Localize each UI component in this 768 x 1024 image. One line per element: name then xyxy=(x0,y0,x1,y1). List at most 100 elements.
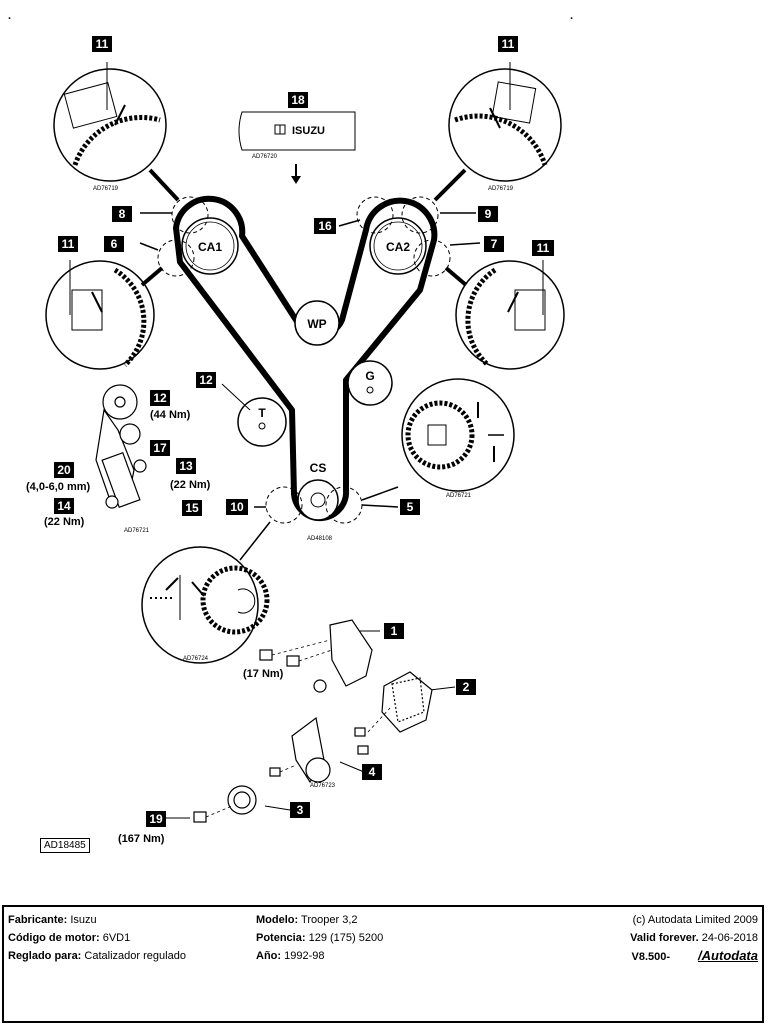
pulley-t-label: T xyxy=(258,406,266,420)
callout-19: 19 xyxy=(146,811,166,827)
callout-5: 5 xyxy=(400,499,420,515)
svg-text:11: 11 xyxy=(96,37,109,51)
ref-code: AD76721 xyxy=(124,528,150,534)
svg-text:12: 12 xyxy=(199,373,213,387)
corner-mark: · xyxy=(8,13,12,25)
detail-dots xyxy=(150,575,181,620)
callout-16: 16 xyxy=(314,218,336,234)
codigo-row: Código de motor: 6VD1 xyxy=(8,929,186,947)
fabricante-value: Isuzu xyxy=(70,914,97,926)
callout-14: 14 xyxy=(54,498,74,514)
valid-label: Valid forever. xyxy=(630,932,699,944)
svg-text:3: 3 xyxy=(297,803,304,817)
ano-row: Año: 1992-98 xyxy=(256,947,383,965)
ref-code: AD76721 xyxy=(446,493,472,499)
svg-text:20: 20 xyxy=(57,463,71,477)
reglado-row: Reglado para: Catalizador regulado xyxy=(8,947,186,965)
version: V8.500- xyxy=(631,951,671,963)
svg-text:10: 10 xyxy=(230,500,244,514)
callout-11b: 11 xyxy=(498,36,518,52)
callout-10: 10 xyxy=(226,499,248,515)
pulley-wp: WP xyxy=(294,300,340,346)
valid-row: Valid forever. 24-06-2018 xyxy=(630,929,758,947)
pulley-g-label: G xyxy=(365,369,374,383)
callout-12-tensioner: 12 xyxy=(150,390,170,406)
torque-14: (22 Nm) xyxy=(44,516,85,528)
torque-13: (22 Nm) xyxy=(170,479,211,491)
info-column-middle: Modelo: Trooper 3,2 Potencia: 129 (175) … xyxy=(256,911,383,965)
torque-19: (167 Nm) xyxy=(118,833,165,845)
potencia-label: Potencia: xyxy=(256,932,306,944)
potencia-row: Potencia: 129 (175) 5200 xyxy=(256,929,383,947)
callout-15: 15 xyxy=(182,500,202,516)
callout-2: 2 xyxy=(456,679,476,695)
ano-value: 1992-98 xyxy=(284,950,325,962)
exploded-guides xyxy=(205,639,391,818)
belt-label-panel: ISUZU xyxy=(238,111,356,184)
valid-date: 24-06-2018 xyxy=(701,932,758,944)
torque-12: (44 Nm) xyxy=(150,409,191,421)
vehicle-info-panel: Fabricante: Isuzu Código de motor: 6VD1 … xyxy=(2,905,764,1023)
ref-code: AD76720 xyxy=(252,154,278,160)
modelo-label: Modelo: xyxy=(256,914,299,926)
pulley-ca2: CA2 xyxy=(369,217,427,275)
pulley-ca2-label: CA2 xyxy=(386,240,410,254)
ref-code: AD76723 xyxy=(310,783,336,789)
svg-text:7: 7 xyxy=(491,237,498,251)
callout-8: 8 xyxy=(112,206,132,222)
detail-circles xyxy=(45,68,565,664)
ano-label: Año: xyxy=(256,950,282,962)
callout-18: 18 xyxy=(288,92,308,108)
callout-1: 1 xyxy=(384,623,404,639)
ref-code: AD76719 xyxy=(488,186,514,192)
tensioner-assembly xyxy=(95,384,147,509)
svg-text:17: 17 xyxy=(153,441,167,455)
ref-code: AD76719 xyxy=(93,186,119,192)
ref-code: AD48108 xyxy=(307,536,333,542)
svg-text:12: 12 xyxy=(153,391,167,405)
pulley-cs-label: CS xyxy=(310,461,327,475)
svg-text:2: 2 xyxy=(463,680,470,694)
callout-11d: 11 xyxy=(532,240,554,256)
svg-text:19: 19 xyxy=(149,812,163,826)
svg-text:13: 13 xyxy=(179,459,193,473)
svg-text:11: 11 xyxy=(62,237,75,251)
corner-mark: · xyxy=(570,13,574,25)
timing-belt-diagram: · · CA1 CA2 WP G T CS xyxy=(8,13,574,845)
detail-gear-teeth xyxy=(63,81,548,635)
callout-4: 4 xyxy=(362,764,382,780)
marker-circles xyxy=(157,196,451,524)
svg-text:15: 15 xyxy=(185,501,199,515)
callout-3: 3 xyxy=(290,802,310,818)
callout-12: 12 xyxy=(196,372,216,388)
version-row: V8.500- /Autodata xyxy=(630,947,758,966)
torque-17: (17 Nm) xyxy=(243,668,284,680)
callout-6: 6 xyxy=(104,236,124,252)
svg-text:9: 9 xyxy=(485,207,492,221)
svg-text:14: 14 xyxy=(57,499,71,513)
svg-text:8: 8 xyxy=(119,207,126,221)
callout-11c: 11 xyxy=(58,236,78,252)
detail-arrows xyxy=(91,104,519,597)
svg-text:11: 11 xyxy=(537,241,550,255)
svg-text:6: 6 xyxy=(111,237,118,251)
reglado-label: Reglado para: xyxy=(8,950,82,962)
pulley-wp-label: WP xyxy=(307,317,326,331)
svg-text:11: 11 xyxy=(502,37,515,51)
info-column-left: Fabricante: Isuzu Código de motor: 6VD1 … xyxy=(8,911,186,965)
potencia-value: 129 (175) 5200 xyxy=(308,932,384,944)
reglado-value: Catalizador regulado xyxy=(84,950,186,962)
belt-label-text: ISUZU xyxy=(292,125,325,137)
fabricante-row: Fabricante: Isuzu xyxy=(8,911,186,929)
svg-text:18: 18 xyxy=(291,93,305,107)
svg-text:1: 1 xyxy=(391,624,398,638)
pulley-g: G xyxy=(347,360,393,406)
torque-20: (4,0-6,0 mm) xyxy=(26,481,91,493)
callout-17: 17 xyxy=(150,440,170,456)
leader-lines xyxy=(69,62,544,819)
svg-text:4: 4 xyxy=(369,765,376,779)
modelo-row: Modelo: Trooper 3,2 xyxy=(256,911,383,929)
codigo-value: 6VD1 xyxy=(102,932,131,944)
callout-9: 9 xyxy=(478,206,498,222)
autodata-logo: /Autodata xyxy=(698,948,758,963)
